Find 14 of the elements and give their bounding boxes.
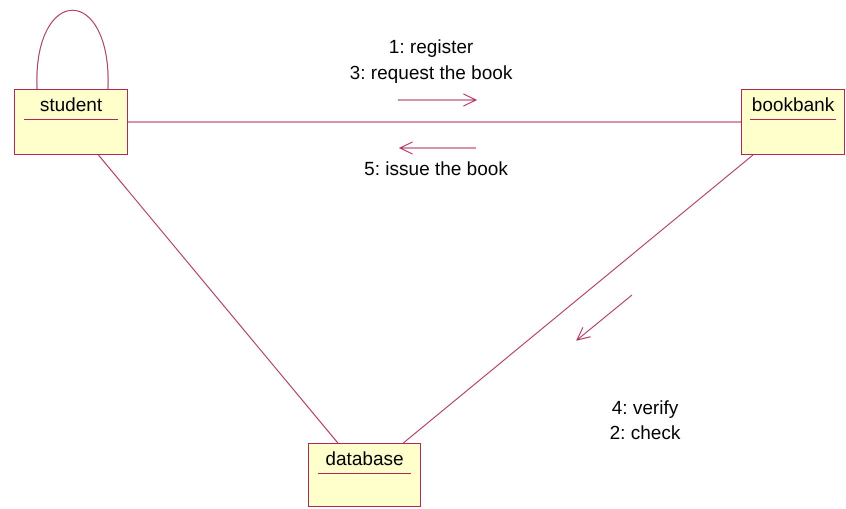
object-name: database	[324, 449, 405, 471]
message-label: 4: verify	[612, 398, 678, 420]
object-box	[308, 443, 421, 507]
message-label: 1: register	[388, 37, 474, 59]
message-label: 2: check	[610, 423, 680, 445]
object-name: student	[38, 95, 104, 117]
object-box	[14, 89, 128, 155]
link-line	[98, 154, 338, 444]
object-name: bookbank	[750, 95, 836, 117]
message-label: 5: issue the book	[364, 159, 508, 181]
self-link	[36, 10, 108, 90]
message-label: 3: request the book	[350, 63, 512, 85]
object-box	[741, 89, 845, 155]
link-line	[402, 154, 754, 444]
